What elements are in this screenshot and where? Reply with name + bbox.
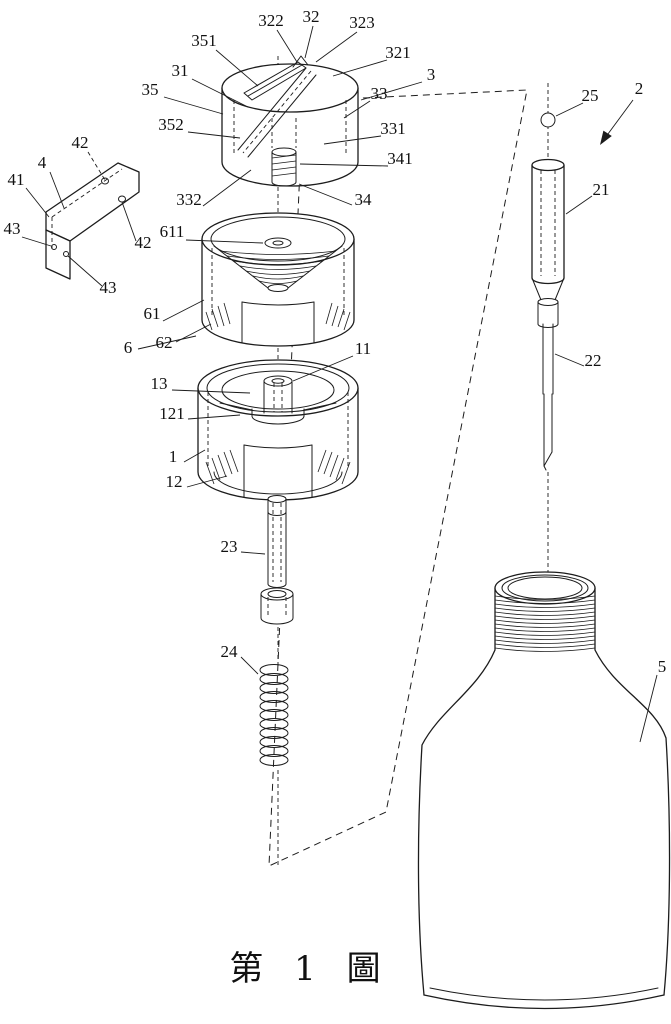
ref-label-341: 341	[387, 149, 413, 168]
valve-cup-part-1	[197, 359, 359, 501]
ref-label-61: 61	[144, 304, 161, 323]
ref-label-321: 321	[385, 43, 411, 62]
bottle-part-5	[417, 571, 671, 1010]
ref-label-3: 3	[427, 65, 436, 84]
funnel-cup-part-6	[201, 212, 355, 347]
ref-label-5: 5	[658, 657, 667, 676]
ref-label-611: 611	[160, 222, 185, 241]
ref-label-43-left: 43	[4, 219, 21, 238]
spring-part-24	[259, 664, 289, 766]
ref-label-352: 352	[158, 115, 184, 134]
ref-label-332: 332	[176, 190, 202, 209]
ref-label-42-right: 42	[135, 233, 152, 252]
leader-lines	[21, 25, 658, 743]
ref-label-35: 35	[142, 80, 159, 99]
ref-label-13: 13	[151, 374, 168, 393]
ref-label-322: 322	[258, 11, 284, 30]
ref-label-1: 1	[169, 447, 178, 466]
ref-label-41: 41	[8, 170, 25, 189]
mounting-bracket-part-4	[45, 162, 140, 280]
ref-label-32: 32	[303, 7, 320, 26]
reference-labels: 322 32 323 351 321 31 3 35 33 352 331 34…	[4, 7, 667, 676]
ref-label-22: 22	[585, 351, 602, 370]
figure-caption: 第 1 圖	[229, 949, 390, 989]
ref-label-6: 6	[124, 338, 133, 357]
ref-label-24: 24	[221, 642, 239, 661]
ref-label-351: 351	[191, 31, 217, 50]
ref-label-21: 21	[593, 180, 610, 199]
arrow-to-part-2	[600, 130, 612, 145]
ref-label-11: 11	[355, 339, 371, 358]
ref-label-331: 331	[380, 119, 406, 138]
ref-label-62: 62	[156, 333, 173, 352]
stem-part-23	[260, 495, 294, 625]
needle-assembly-part-2	[531, 112, 565, 471]
ref-label-31: 31	[172, 61, 189, 80]
ref-label-2: 2	[635, 79, 644, 98]
ref-label-33: 33	[371, 84, 388, 103]
ref-label-323: 323	[349, 13, 375, 32]
ref-label-12: 12	[166, 472, 183, 491]
ref-label-42-top: 42	[72, 133, 89, 152]
ref-label-4: 4	[38, 153, 47, 172]
cap-part-3	[221, 55, 359, 187]
ref-label-34: 34	[355, 190, 373, 209]
ref-label-25: 25	[582, 86, 599, 105]
ref-label-43-bottom: 43	[100, 278, 117, 297]
ref-label-23: 23	[221, 537, 238, 556]
ref-label-121: 121	[159, 404, 185, 423]
